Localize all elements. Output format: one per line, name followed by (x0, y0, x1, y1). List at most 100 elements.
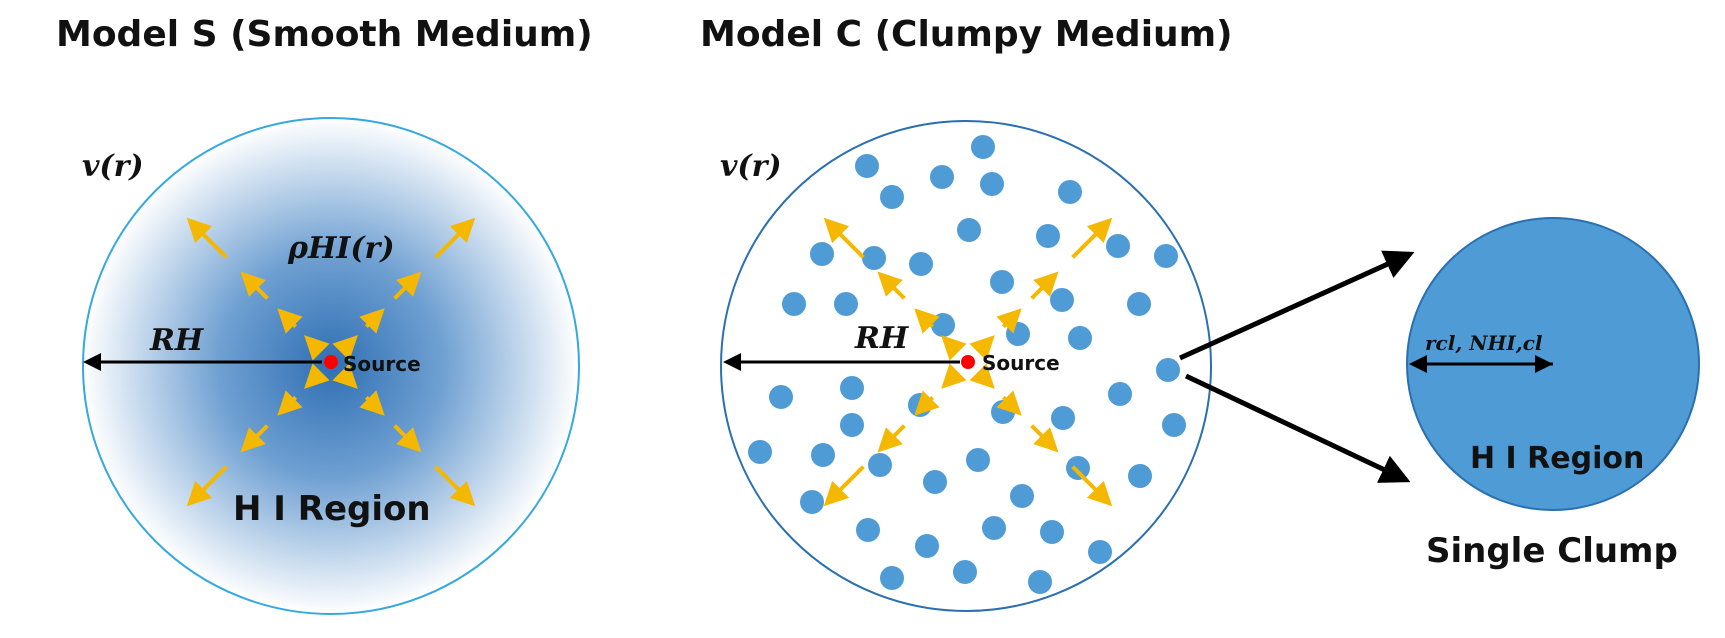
clump-dot (980, 172, 1004, 196)
clump-dot (971, 135, 995, 159)
outflow-arrow-segment (186, 465, 228, 507)
outflow-arrow-segment (240, 424, 269, 453)
clumpy-radius-label: RH (854, 321, 910, 356)
smooth-velocity-label: v(r) (82, 149, 144, 184)
outflow-arrow-segment (1071, 217, 1113, 259)
clump-dot (1162, 413, 1186, 437)
outflow-arrow-segment (877, 271, 906, 300)
outflow-arrow-segment (277, 308, 303, 334)
clump-dot (1088, 540, 1112, 564)
clump-dot (908, 393, 932, 417)
single-clump-panel: rcl, NHI,cl H I Region Single Clump (1406, 217, 1700, 571)
outflow-arrow-segment (996, 308, 1022, 334)
outflow-arrow-segment (1030, 271, 1059, 300)
smooth-region-label: H I Region (233, 489, 431, 529)
zoom-line-lower (1184, 373, 1411, 483)
outflow-arrow-segment (1030, 424, 1059, 453)
clumpy-velocity-label: v(r) (720, 149, 782, 184)
clump-dot (930, 165, 954, 189)
smooth-density-label: ρHI(r) (287, 231, 395, 266)
outflow-arrow-segment (277, 390, 303, 416)
clump-dot (1010, 484, 1034, 508)
outflow-arrow-segment (304, 363, 330, 389)
clump-dot (1106, 234, 1130, 258)
clump-dot (1068, 326, 1092, 350)
clump-dot (855, 154, 879, 178)
outflow-arrow-segment (393, 271, 422, 300)
outflow-arrow-segment (941, 335, 967, 361)
clump-dot (840, 376, 864, 400)
clump-dot (880, 185, 904, 209)
outflow-arrow-segment (332, 363, 358, 389)
clump-dot (1066, 456, 1090, 480)
clump-dot (953, 560, 977, 584)
model-c-title: Model C (Clumpy Medium) (700, 14, 1233, 55)
outflow-arrow-segment (969, 335, 995, 361)
clump-dot (1058, 180, 1082, 204)
clump-dot (810, 242, 834, 266)
clump-dot (1050, 288, 1074, 312)
clump-dot (909, 252, 933, 276)
clump-dot (811, 443, 835, 467)
model-c-panel: v(r) RH Source (720, 120, 1415, 612)
clump-dot (834, 292, 858, 316)
outflow-arrow-segment (996, 390, 1022, 416)
clump-dot (748, 440, 772, 464)
clump-dot (840, 413, 864, 437)
clump-dot (966, 448, 990, 472)
outflow-arrow-segment (1071, 465, 1113, 507)
clump-dot (923, 470, 947, 494)
outflow-arrow-segment (969, 363, 995, 389)
clump-dot (868, 453, 892, 477)
outflow-arrow-segment (359, 390, 385, 416)
smooth-outflow-arrows (186, 217, 476, 507)
clump-dot (931, 313, 955, 337)
smooth-radius-label: RH (149, 323, 205, 358)
model-s-panel: v(r) ρHI(r) RH Source H I Region (82, 117, 580, 615)
clumpy-outflow-arrows (823, 217, 1113, 507)
clump-dot (1108, 382, 1132, 406)
clump-dot (880, 566, 904, 590)
outflow-arrow-segment (914, 390, 940, 416)
outflow-arrow-segment (823, 217, 865, 259)
outflow-arrow-segment (393, 424, 422, 453)
outflow-arrow-segment (186, 217, 228, 259)
clump-dot (1040, 520, 1064, 544)
clump-dot (856, 518, 880, 542)
clump-dot (800, 490, 824, 514)
outflow-arrow-segment (914, 308, 940, 334)
clump-dot (769, 385, 793, 409)
outflow-arrow-segment (434, 465, 476, 507)
clump-dot (1154, 244, 1178, 268)
clump-dot (990, 270, 1014, 294)
clump-dot (1036, 224, 1060, 248)
outflow-arrow-segment (240, 271, 269, 300)
smooth-source-dot (324, 355, 338, 369)
clumpy-source-label: Source (982, 351, 1060, 375)
zoom-line-upper (1178, 250, 1415, 361)
outflow-arrow-segment (877, 424, 906, 453)
outflow-arrow-segment (941, 363, 967, 389)
outflow-arrow-segment (823, 465, 865, 507)
clump-dot (862, 246, 886, 270)
clump-dot (1006, 322, 1030, 346)
model-s-title: Model S (Smooth Medium) (56, 14, 593, 55)
outflow-arrow-segment (434, 217, 476, 259)
clump-dot (982, 516, 1006, 540)
clump-dot (1156, 358, 1180, 382)
single-clump-caption: Single Clump (1426, 531, 1678, 571)
clump-dot (1051, 406, 1075, 430)
outflow-arrow-segment (332, 335, 358, 361)
clump-dot (1128, 464, 1152, 488)
outflow-arrow-segment (359, 308, 385, 334)
clump-dot (915, 534, 939, 558)
clump-dot (957, 218, 981, 242)
clumpy-source-dot (961, 355, 975, 369)
smooth-source-label: Source (343, 352, 421, 376)
clump-region-label: H I Region (1470, 441, 1644, 476)
clump-dot (1028, 570, 1052, 594)
clump-dot (1127, 292, 1151, 316)
clump-dot (782, 292, 806, 316)
clump-param-label: rcl, NHI,cl (1425, 331, 1543, 355)
